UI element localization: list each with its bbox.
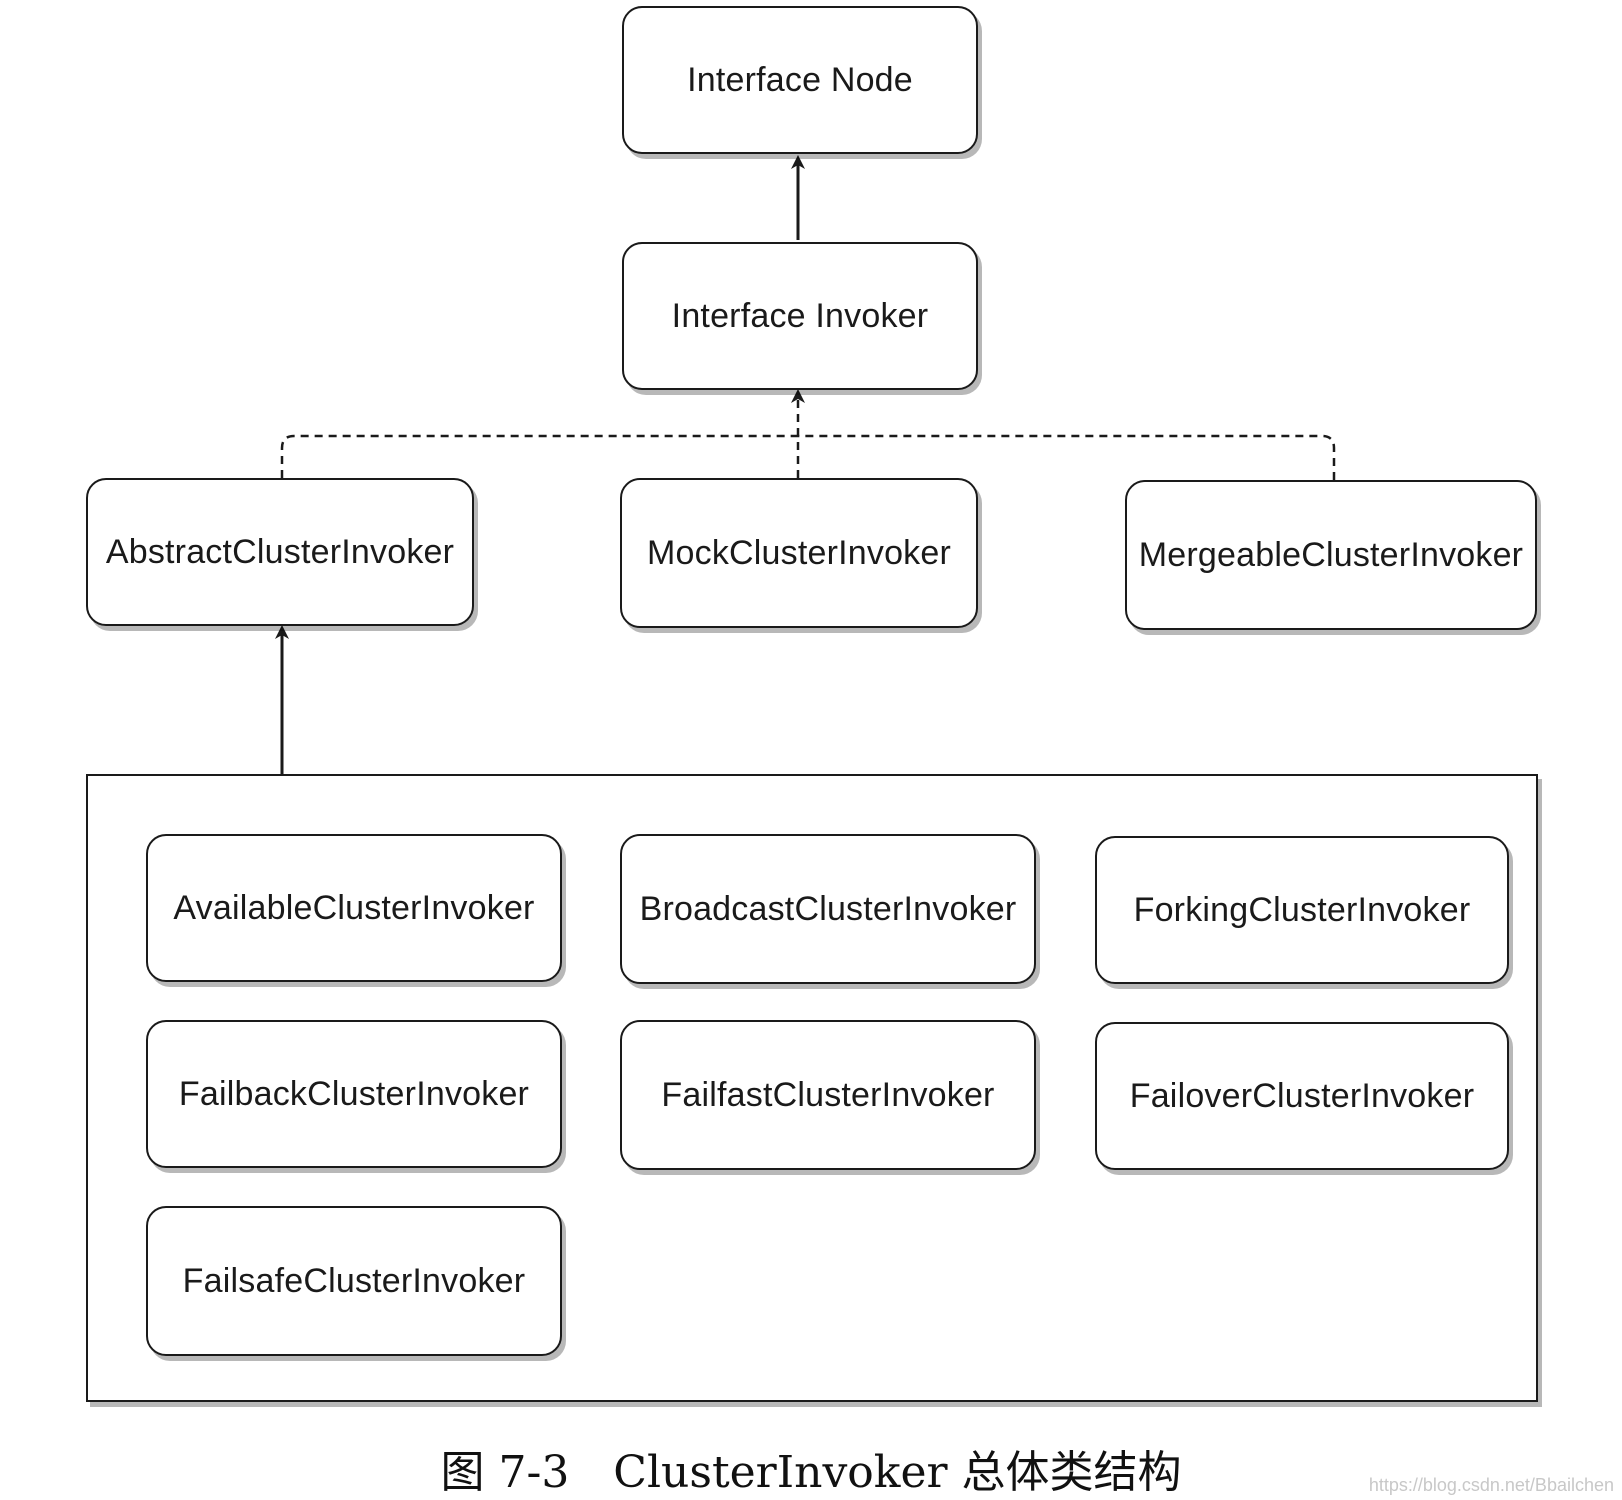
node-mergeable-cluster-invoker: MergeableClusterInvoker: [1125, 480, 1537, 630]
figure-caption: 图 7-3 ClusterInvoker 总体类结构: [440, 1447, 1182, 1498]
node-interface-node: Interface Node: [622, 6, 978, 154]
node-failover-cluster-invoker: FailoverClusterInvoker: [1095, 1022, 1509, 1170]
node-abstract-cluster-invoker: AbstractClusterInvoker: [86, 478, 474, 626]
edge-abstract-to-invoker: [280, 434, 798, 478]
node-interface-invoker: Interface Invoker: [622, 242, 978, 390]
node-failfast-cluster-invoker: FailfastClusterInvoker: [620, 1020, 1036, 1170]
node-failsafe-cluster-invoker: FailsafeClusterInvoker: [146, 1206, 562, 1356]
node-broadcast-cluster-invoker: BroadcastClusterInvoker: [620, 834, 1036, 984]
node-available-cluster-invoker: AvailableClusterInvoker: [146, 834, 562, 982]
node-forking-cluster-invoker: ForkingClusterInvoker: [1095, 836, 1509, 984]
watermark: https://blog.csdn.net/Bbailchen: [1368, 1475, 1614, 1495]
node-mock-cluster-invoker: MockClusterInvoker: [620, 478, 978, 628]
node-failback-cluster-invoker: FailbackClusterInvoker: [146, 1020, 562, 1168]
edge-mergeable-to-invoker: [798, 434, 1336, 480]
